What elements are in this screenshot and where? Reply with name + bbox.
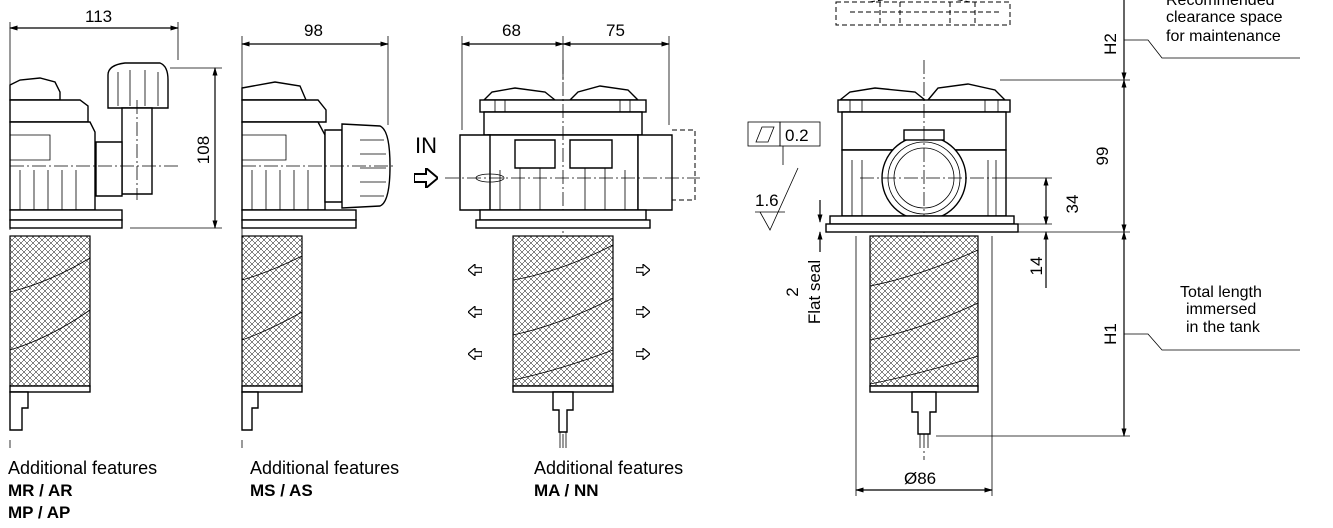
caption-ms-as: Additional features (250, 458, 399, 478)
dim-108: 108 (194, 136, 213, 164)
caption-mr-ar: Additional features (8, 458, 157, 478)
clearance-line-3: for maintenance (1166, 28, 1281, 45)
caption-ma-nn: Additional features (534, 458, 683, 478)
immersed-line-1: Total length (1180, 284, 1262, 301)
dim-99: 99 (1093, 147, 1112, 166)
dim-98: 98 (304, 21, 323, 40)
dim-14: 14 (1027, 257, 1046, 276)
inlet-arrow-icon (414, 168, 438, 188)
code-ms-as: MS / AS (250, 481, 313, 500)
inlet-label: IN (415, 133, 437, 158)
outflow-arrow-icon (468, 264, 482, 276)
immersed-line-2: immersed (1186, 301, 1256, 318)
dim-h1: H1 (1101, 323, 1120, 345)
view-front: 0.2 1.6 2 Flat seal (747, 0, 1300, 496)
view-ma-nn: 68 75 IN (414, 21, 700, 450)
outflow-arrow-icon (636, 306, 650, 318)
view-ms-as: 98 (241, 21, 395, 448)
outflow-arrow-icon (636, 264, 650, 276)
dim-34: 34 (1063, 195, 1082, 214)
flatness-tolerance: 0.2 (785, 126, 809, 145)
code-mr-ar: MR / AR (8, 481, 73, 500)
code-ma-nn: MA / NN (534, 481, 599, 500)
clearance-line-2: clearance space (1166, 9, 1283, 26)
outflow-arrow-icon (636, 348, 650, 360)
dim-75: 75 (606, 21, 625, 40)
dim-113: 113 (85, 7, 112, 26)
immersed-line-3: in the tank (1186, 319, 1261, 336)
clearance-line-1: Recommended (1166, 0, 1275, 9)
dim-68: 68 (502, 21, 521, 40)
dim-h2: H2 (1101, 33, 1120, 55)
seal-type: Flat seal (805, 260, 824, 324)
view-mr-ar: 113 108 (9, 7, 222, 448)
dim-diameter-86: Ø86 (904, 469, 936, 488)
code-mp-ap: MP / AP (8, 503, 70, 522)
seal-width: 2 (783, 287, 802, 296)
roughness-value: 1.6 (755, 191, 779, 210)
outflow-arrow-icon (468, 348, 482, 360)
outflow-arrow-icon (468, 306, 482, 318)
